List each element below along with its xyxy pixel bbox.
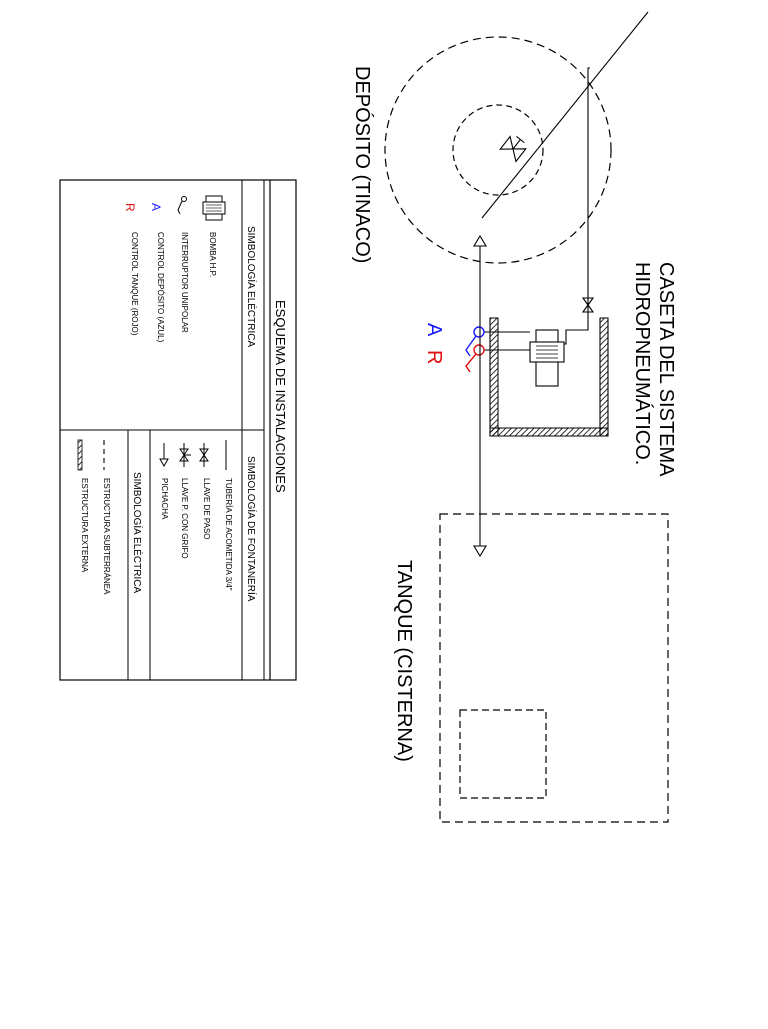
pipe-deposit-to-pump xyxy=(555,67,590,345)
deposito-inner-circle xyxy=(452,104,544,196)
caseta-structure xyxy=(489,317,609,437)
legend-pichacha-symbol xyxy=(159,443,169,468)
legend-externa-symbol xyxy=(77,439,83,471)
switch-r-label: R xyxy=(423,350,445,364)
switch-a-label: A xyxy=(423,323,445,337)
control-arrow-down xyxy=(473,545,487,558)
llave-paso-caseta xyxy=(581,297,595,313)
control-arrow-up xyxy=(473,234,487,247)
llave-grifo-deposito xyxy=(499,135,527,163)
deposito-label: DEPÓSITO (TINACO) xyxy=(351,66,374,263)
legend-box xyxy=(59,179,297,681)
tanque-registro xyxy=(459,709,547,799)
legend-fontaneria-item-0: TUBERÍA DE ACOMETIDA 3/4" xyxy=(224,478,233,591)
legend-llave-paso-symbol xyxy=(199,443,209,467)
deposito-outer-circle xyxy=(384,36,612,264)
interruptor-rojo xyxy=(465,344,485,373)
legend-electrica-item-2: CONTROL DEPÓSITO (AZUL) xyxy=(156,232,165,343)
legend-bomba-symbol xyxy=(202,195,226,221)
legend-fontaneria-item-2: LLAVE P. CON GRIFO xyxy=(180,478,189,559)
legend-fontaneria-item-3: PICHACHA xyxy=(160,478,169,520)
legend-electrica-header: SIMBOLOGÍA ELÉCTRICA xyxy=(245,226,258,347)
legend-electrica-symbol-2: A xyxy=(149,203,163,211)
interruptor-azul xyxy=(465,326,485,357)
legend-fontaneria-item-1: LLAVE DE PASO xyxy=(202,478,211,540)
legend-electrica-item-1: INTERRUPTOR UNIPOLAR xyxy=(180,232,189,333)
legend-electrica-symbol-3: R xyxy=(123,203,137,212)
caseta-label-line1: CASETA DEL SISTEMA xyxy=(655,262,677,477)
legend-interruptor-symbol xyxy=(177,196,187,215)
legend-electrica-item-0: BOMBA H.P. xyxy=(208,232,217,277)
legend-llave-grifo-symbol xyxy=(179,443,191,467)
legend-electrica-item-3: CONTROL TANQUE (ROJO) xyxy=(130,232,139,336)
caseta-label-line2: HIDROPNEUMÁTICO. xyxy=(631,262,654,465)
tanque-label: TANQUE (CISTERNA) xyxy=(393,560,415,762)
deposito-tank xyxy=(384,36,612,264)
acometida-pipe xyxy=(481,11,649,219)
tanque-outline xyxy=(439,513,669,823)
legend-estructura-item-0: ESTRUCTURA SUBTERRÁNEA xyxy=(102,478,111,595)
legend-fontaneria-header: SIMBOLOGÍA DE FONTANERÍA xyxy=(245,456,258,602)
legend-title: ESQUEMA DE INSTALACIONES xyxy=(273,300,288,493)
legend-electrica2-header: SIMBOLOGÍA ELÉCTRICA xyxy=(131,472,144,593)
bomba-hp xyxy=(529,329,565,387)
legend-estructura-item-1: ESTRUCTURA EXTERNA xyxy=(80,478,89,573)
